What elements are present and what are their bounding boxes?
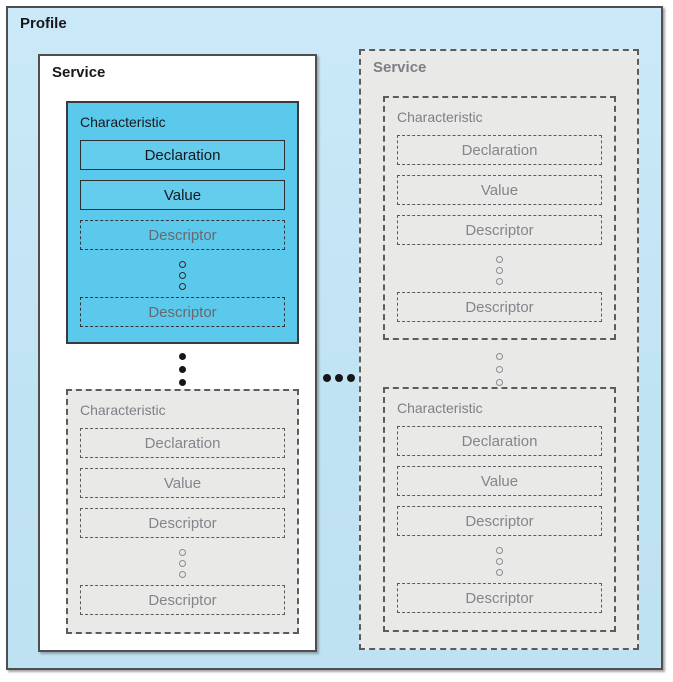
service-label: Service (52, 64, 106, 81)
value-slot: Value (80, 468, 285, 498)
characteristic-card-muted: Characteristic Declaration Value Descrip… (383, 96, 616, 340)
service-card-muted: Service Characteristic Declaration Value… (359, 49, 639, 650)
characteristic-card-muted: Characteristic Declaration Value Descrip… (383, 387, 616, 632)
characteristic-label: Characteristic (80, 114, 166, 130)
descriptor-slot: Descriptor (80, 297, 285, 327)
vertical-ellipsis-icon (397, 546, 602, 577)
descriptor-slot: Descriptor (397, 292, 602, 322)
profile-label: Profile (20, 15, 67, 32)
service-label: Service (373, 59, 427, 76)
vertical-ellipsis-icon (383, 353, 616, 386)
characteristic-label: Characteristic (80, 402, 166, 418)
declaration-slot: Declaration (80, 428, 285, 458)
horizontal-ellipsis-icon (319, 374, 359, 382)
descriptor-slot: Descriptor (80, 508, 285, 538)
characteristic-label: Characteristic (397, 109, 483, 125)
characteristic-label: Characteristic (397, 400, 483, 416)
declaration-slot: Declaration (397, 426, 602, 456)
vertical-ellipsis-icon (397, 255, 602, 286)
vertical-ellipsis-icon (66, 353, 299, 386)
vertical-ellipsis-icon (80, 260, 285, 291)
service-card-active: Service Characteristic Declaration Value… (38, 54, 317, 652)
declaration-slot: Declaration (397, 135, 602, 165)
characteristic-card-muted: Characteristic Declaration Value Descrip… (66, 389, 299, 634)
value-slot: Value (80, 180, 285, 210)
value-slot: Value (397, 466, 602, 496)
descriptor-slot: Descriptor (397, 215, 602, 245)
descriptor-slot: Descriptor (80, 585, 285, 615)
value-slot: Value (397, 175, 602, 205)
descriptor-slot: Descriptor (80, 220, 285, 250)
characteristic-card-highlighted: Characteristic Declaration Value Descrip… (66, 101, 299, 344)
profile-container: Profile Service Characteristic Declarati… (6, 6, 663, 670)
descriptor-slot: Descriptor (397, 583, 602, 613)
descriptor-slot: Descriptor (397, 506, 602, 536)
vertical-ellipsis-icon (80, 548, 285, 579)
declaration-slot: Declaration (80, 140, 285, 170)
